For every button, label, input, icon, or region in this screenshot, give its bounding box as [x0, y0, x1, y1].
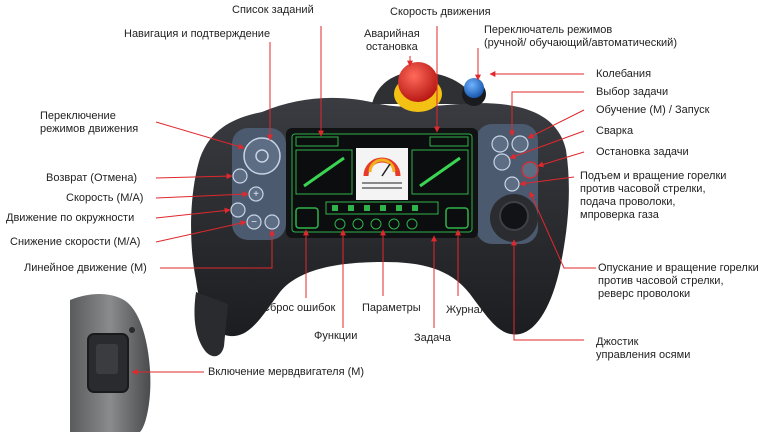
emergency-stop-button[interactable] [398, 62, 438, 102]
label-servo-enable: Включение мервдвигателя (М) [208, 366, 365, 378]
mode-knob[interactable] [464, 78, 484, 98]
welding-button[interactable] [493, 153, 511, 171]
circular-motion-button[interactable] [230, 202, 246, 218]
arrow-lower-rotate [529, 191, 596, 269]
label-task-select: Выбор задачи [596, 86, 669, 98]
side-view-inset [70, 294, 151, 432]
label-navigation-confirm: Навигация и подтверждение [124, 28, 271, 40]
nav-dial-center [255, 149, 269, 163]
screen-left-graphic [303, 156, 345, 188]
label-linear-motion: Линейное движение (М) [24, 262, 147, 274]
task-select-button[interactable] [491, 135, 509, 153]
arrow-task-select [509, 91, 584, 137]
screen-right-pane [411, 149, 469, 195]
label-motion-speed: Скорость движения [390, 6, 491, 18]
joystick-icon[interactable] [499, 201, 529, 231]
label-joystick: Джостик управления осями [596, 336, 691, 361]
arrow-raise-rotate [519, 176, 575, 187]
raise-rotate-button[interactable] [504, 176, 520, 192]
screen-status-right [429, 136, 469, 147]
arrow-return [155, 173, 233, 180]
svg-text:−: − [251, 217, 257, 228]
arrow-linear [160, 229, 275, 269]
label-error-reset: Сброс ошибок [262, 302, 336, 314]
linear-motion-button[interactable] [264, 214, 280, 230]
label-journal: Журнал [446, 304, 487, 316]
label-oscillation: Колебания [596, 68, 652, 80]
arrow-welding [509, 130, 585, 159]
label-speed-reduce: Снижение скорости (М/А) [10, 236, 141, 248]
arrow-task-stop [537, 151, 585, 168]
speed-gauge-icon [362, 157, 402, 189]
arrow-teach-start [527, 109, 585, 139]
label-task: Задача [414, 332, 451, 344]
svg-text:+: + [253, 189, 259, 200]
screen-right-graphic [419, 156, 461, 188]
label-lower-rotate: Опускание и вращение горелки против часо… [598, 262, 759, 300]
label-parameters: Параметры [362, 302, 421, 314]
arrow-joystick [511, 239, 584, 341]
label-emergency-stop: Аварийная остановка [364, 28, 420, 53]
teach-start-button[interactable] [511, 135, 529, 153]
error-reset-key[interactable] [295, 207, 319, 229]
return-button[interactable] [232, 168, 248, 184]
speed-down-button[interactable] [246, 214, 262, 230]
arrow-speed-reduce [155, 220, 247, 243]
arrow-circular [155, 207, 231, 219]
callout-arrows [131, 26, 596, 375]
task-stop-button[interactable] [521, 161, 539, 179]
label-task-stop: Остановка задачи [596, 146, 689, 158]
label-motion-mode-switch: Переключение режимов движения [40, 110, 139, 135]
arrow-motion-mode [155, 121, 245, 150]
screen-left-pane [295, 149, 353, 195]
label-raise-rotate: Подъем и вращение горелки против часовой… [580, 170, 727, 221]
label-teach-start: Обучение (М) / Запуск [596, 104, 710, 116]
label-mode-switch: Переключатель режимов (ручной/ обучающий… [484, 24, 677, 49]
arrow-speed-ma [155, 191, 249, 199]
nav-dial[interactable] [243, 137, 281, 175]
label-circular-motion: Движение по окружности [6, 212, 135, 224]
label-welding: Сварка [596, 125, 634, 137]
pendant-grip [194, 292, 228, 357]
function-icons [332, 205, 418, 211]
journal-key[interactable] [445, 207, 469, 229]
screen-function-row [325, 201, 439, 215]
speed-up-button[interactable] [248, 186, 264, 202]
label-task-list: Список заданий [232, 4, 314, 16]
parameter-keys[interactable] [334, 218, 418, 230]
label-speed-ma: Скорость (М/А) [66, 192, 144, 204]
label-functions: Функции [314, 330, 358, 342]
screen-status-left [295, 136, 339, 147]
label-return-cancel: Возврат (Отмена) [46, 172, 138, 184]
